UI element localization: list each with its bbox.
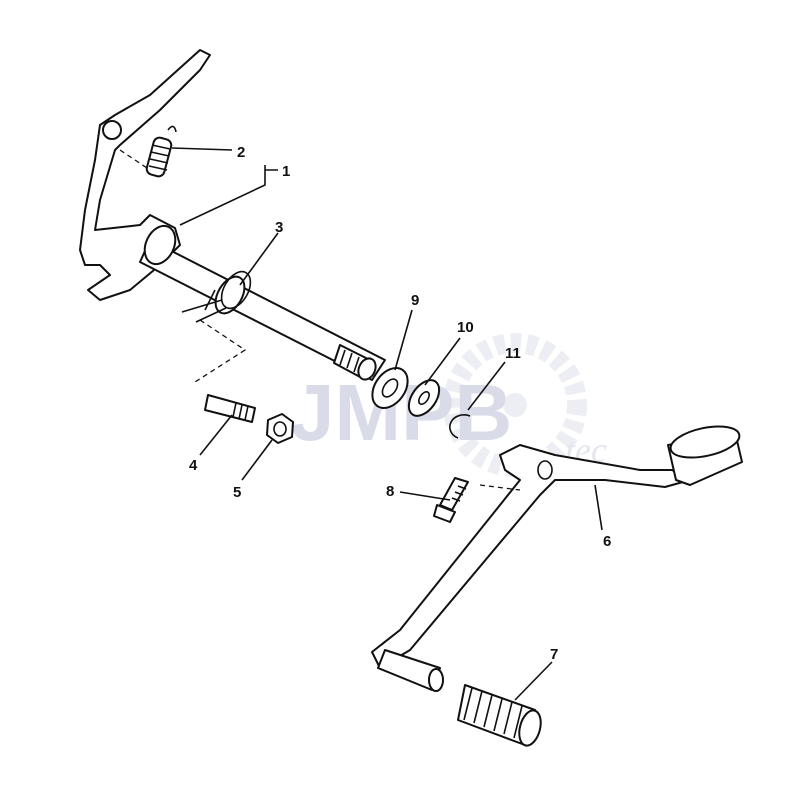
part-8-bolt (433, 477, 469, 523)
part-7-pedal-rubber (457, 684, 542, 747)
part-6-shift-pedal (371, 425, 743, 692)
callout-7: 7 (550, 646, 558, 663)
part-3-torsion-spring (181, 270, 252, 323)
callout-4: 4 (189, 457, 198, 474)
callout-1: 1 (282, 163, 290, 180)
leader-lines (171, 147, 603, 701)
part-10-washer (407, 379, 441, 417)
callout-6: 6 (603, 533, 611, 550)
callout-8: 8 (386, 483, 394, 500)
callout-5: 5 (233, 484, 241, 501)
callout-9: 9 (411, 292, 419, 309)
part-11-circlip (449, 414, 471, 439)
callout-10: 10 (457, 319, 474, 336)
callout-3: 3 (275, 219, 283, 236)
callout-2: 2 (237, 144, 245, 161)
callout-11: 11 (505, 345, 521, 362)
part-1-shift-shaft (79, 49, 386, 381)
part-4-stud (194, 319, 256, 423)
part-2-spring (119, 125, 177, 178)
part-9-oil-seal (371, 367, 409, 409)
part-5-nut (266, 413, 294, 444)
